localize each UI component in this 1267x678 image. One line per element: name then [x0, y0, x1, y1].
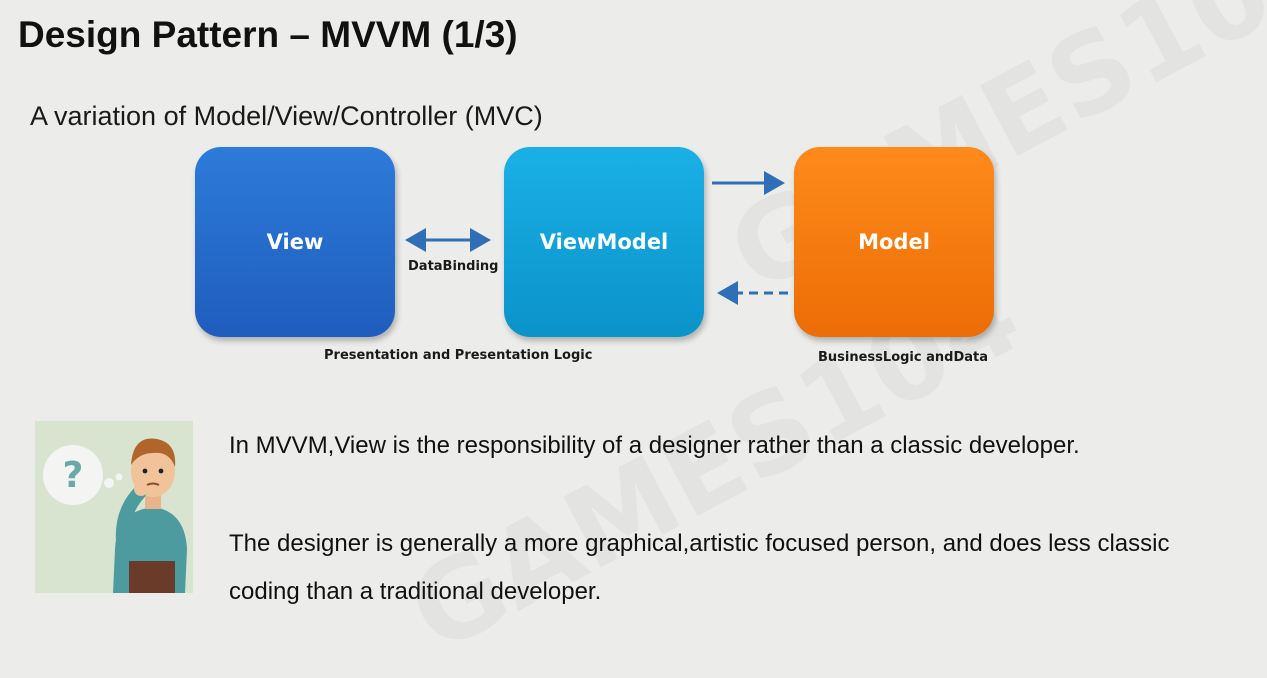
databinding-label: DataBinding: [408, 259, 499, 274]
thinking-person-icon: ?: [35, 421, 193, 593]
svg-text:?: ?: [63, 455, 84, 496]
viewmodel-box: ViewModel: [504, 147, 704, 337]
viewmodel-box-label: ViewModel: [539, 230, 669, 254]
model-box: Model: [794, 147, 994, 337]
body-paragraph-2: The designer is generally a more graphic…: [229, 530, 1170, 605]
presentation-label: Presentation and Presentation Logic: [324, 348, 593, 363]
business-logic-label: BusinessLogic andData: [818, 350, 988, 365]
view-box: View: [195, 147, 395, 337]
slide-subtitle: A variation of Model/View/Controller (MV…: [30, 101, 543, 131]
body-paragraph-1: In MVVM,View is the responsibility of a …: [229, 432, 1080, 459]
model-box-label: Model: [858, 230, 930, 254]
view-box-label: View: [266, 230, 324, 254]
slide-title: Design Pattern – MVVM (1/3): [18, 14, 518, 55]
diagram-arrows: [405, 171, 788, 305]
